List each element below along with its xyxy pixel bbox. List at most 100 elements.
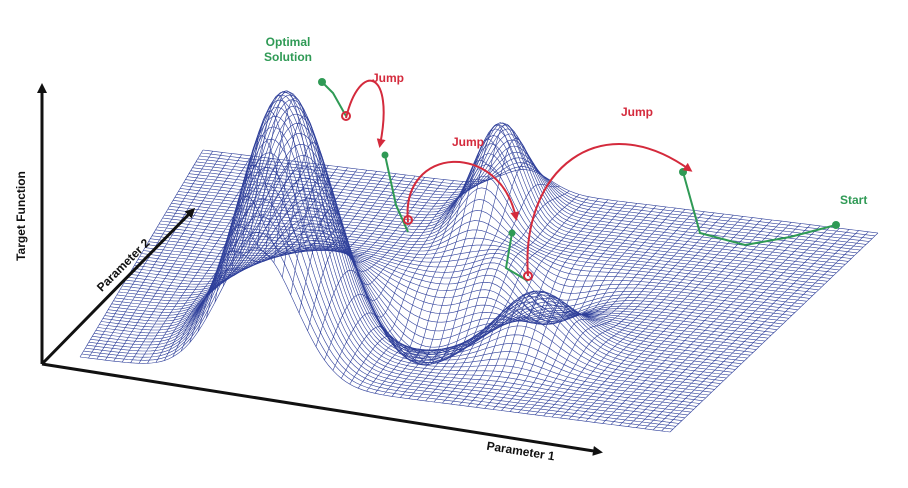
mesh-line-v-4: [113, 154, 242, 362]
optimal-solution-label-line1: Optimal: [266, 35, 311, 49]
mesh-line-u-69: [201, 152, 876, 237]
path-segment-start: [682, 171, 837, 247]
mesh-line-u-39: [148, 241, 786, 322]
path-markers: [318, 78, 840, 237]
mesh-line-v-26: [298, 180, 454, 314]
mesh-line-v-24: [282, 142, 435, 278]
mesh-line-v-31: [341, 160, 502, 379]
mesh-line-v-68: [652, 230, 859, 431]
mesh-line-v-19: [239, 110, 387, 259]
mesh-line-v-59: [577, 219, 773, 421]
mesh-line-v-32: [349, 138, 512, 385]
jump-arcs: [345, 79, 693, 277]
mesh-line-v-42: [433, 199, 609, 403]
mesh-line-v-5: [121, 155, 252, 363]
mesh-line-u-70: [202, 149, 879, 234]
mesh-line-u-10: [97, 106, 700, 404]
mesh-line-v-50: [501, 209, 686, 411]
local-peak-marker: [679, 168, 687, 176]
jump-origin-marker-3: [341, 111, 351, 121]
mesh-line-v-37: [391, 184, 560, 397]
mesh-line-v-28: [315, 181, 474, 347]
mesh-line-v-15: [206, 167, 348, 319]
mesh-line-v-10: [164, 161, 300, 361]
mesh-line-v-22: [265, 97, 416, 255]
parameter-1-axis: [41, 362, 603, 456]
mesh-line-v-27: [307, 181, 464, 331]
mesh-line-v-58: [568, 218, 763, 420]
jump-landing-markers: [341, 111, 533, 281]
mesh-line-v-56: [551, 216, 744, 418]
mesh-line-v-0: [79, 149, 204, 358]
optimal-solution-label-line2: Solution: [264, 50, 312, 64]
mesh-line-v-12: [180, 164, 319, 352]
local-min-marker: [508, 229, 516, 237]
mesh-line-v-18: [231, 135, 377, 271]
mesh-line-v-43: [442, 200, 618, 404]
mesh-line-v-67: [644, 229, 850, 430]
mesh-line-v-52: [518, 211, 705, 413]
mesh-line-v-17: [223, 164, 368, 287]
mesh-line-u-59: [183, 122, 846, 265]
mesh-line-v-25: [290, 174, 445, 295]
path-segment-third: [504, 232, 529, 282]
mesh-line-v-11: [172, 162, 310, 358]
mesh-line-v-60: [585, 220, 782, 422]
mesh-line-v-48: [484, 206, 667, 409]
mesh-line-u-15: [106, 91, 715, 390]
mesh-line-v-44: [450, 201, 628, 405]
mesh-line-v-62: [602, 223, 802, 424]
mesh-line-v-2: [96, 152, 223, 360]
mesh-line-v-64: [619, 225, 821, 426]
start-marker: [832, 221, 840, 229]
jump-label-2: Jump: [452, 135, 484, 149]
axes: [37, 83, 603, 456]
mesh-line-v-70: [669, 232, 879, 433]
wireframe-surface: [79, 90, 879, 433]
mesh-line-v-46: [467, 204, 647, 407]
mesh-line-u-22: [118, 143, 736, 370]
mesh-line-u-27: [127, 198, 751, 365]
mesh-line-u-21: [116, 133, 733, 373]
mesh-line-v-55: [543, 214, 734, 417]
optimal-solution-marker: [318, 78, 326, 86]
mesh-line-v-29: [324, 180, 483, 361]
mesh-line-v-61: [593, 222, 792, 423]
jump-arc-2: [406, 160, 520, 223]
jump-arc-1: [526, 143, 693, 277]
mesh-line-v-7: [138, 158, 271, 364]
mesh-line-v-8: [147, 159, 281, 364]
mesh-line-v-40: [416, 196, 589, 401]
mesh-line-v-6: [130, 156, 262, 363]
mesh-line-v-38: [400, 190, 570, 398]
mesh-line-v-51: [509, 210, 696, 412]
mesh-line-v-66: [636, 228, 840, 428]
jump-origin-marker-1: [523, 271, 533, 281]
mesh-line-v-34: [366, 123, 532, 392]
mesh-line-u-46: [160, 220, 807, 302]
target-function-label: Target Function: [14, 171, 28, 261]
jump-arc-3: [345, 79, 386, 148]
ridge-marker: [381, 151, 389, 159]
parameter-2-axis: [40, 207, 196, 366]
mesh-line-v-57: [560, 217, 753, 419]
start-label: Start: [840, 193, 867, 207]
mesh-line-v-3: [105, 153, 233, 361]
mesh-line-v-69: [661, 231, 869, 432]
mesh-line-v-63: [610, 224, 811, 425]
mesh-line-v-20: [248, 95, 397, 251]
mesh-line-v-49: [492, 207, 676, 410]
jump-origin-marker-2: [403, 215, 413, 225]
mesh-line-v-47: [475, 205, 657, 408]
mesh-line-u-18: [111, 105, 724, 382]
mesh-line-u-42: [153, 232, 795, 313]
path-segment-first: [321, 81, 347, 117]
mesh-line-u-43: [155, 229, 798, 311]
jump-label-3: Jump: [621, 105, 653, 119]
mesh-line-v-54: [534, 213, 724, 416]
mesh-line-v-39: [408, 194, 580, 399]
mesh-line-u-60: [185, 122, 849, 262]
mesh-line-v-21: [256, 90, 406, 253]
